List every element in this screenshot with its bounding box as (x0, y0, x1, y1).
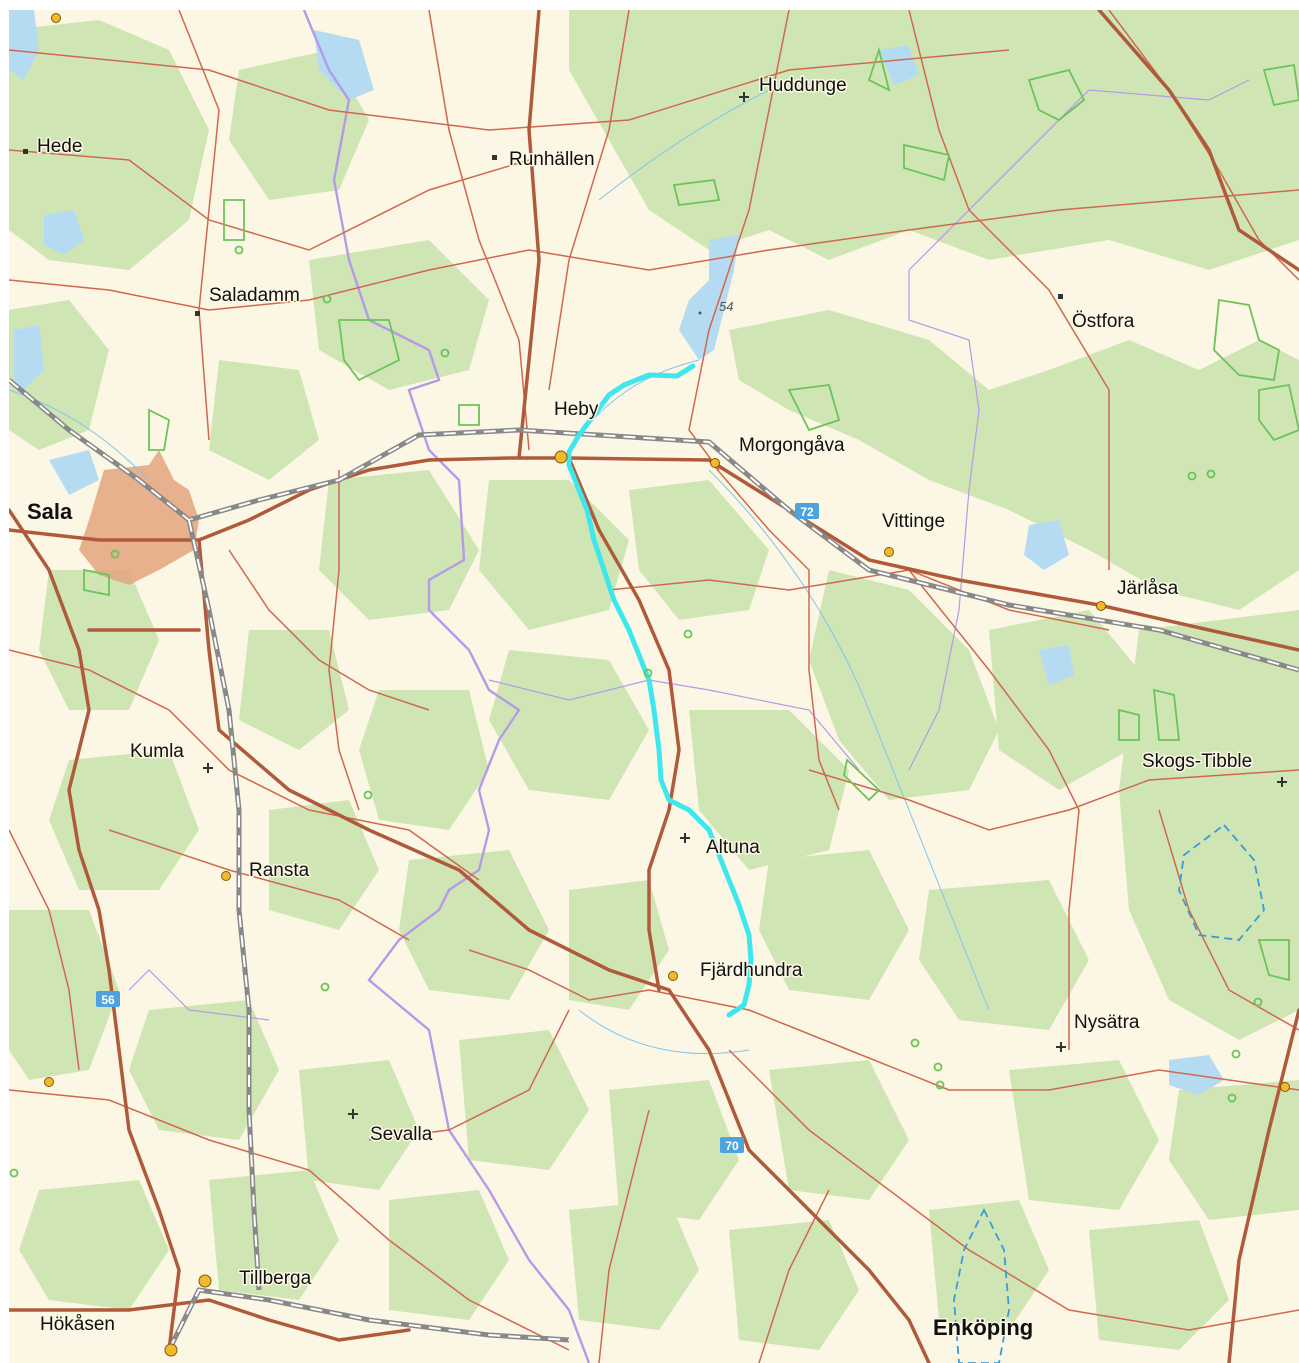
place-label-vittinge[interactable]: Vittinge (881, 510, 947, 534)
place-label-jarlasa[interactable]: Järlåsa (1116, 577, 1181, 601)
settlement-markers (23, 149, 1063, 316)
sala-urban-area (79, 450, 199, 585)
svg-text:56: 56 (101, 993, 115, 1007)
place-label-tillberga[interactable]: Tillberga (238, 1267, 314, 1291)
place-labels: Huddunge Hede Runhällen Saladamm Östfora… (26, 74, 1254, 1342)
road-shield-56: 56 (96, 991, 120, 1007)
place-label-kumla[interactable]: Kumla (129, 740, 186, 764)
map-canvas[interactable]: 72 56 70 54 (9, 10, 1299, 1363)
poi-dots (9, 245, 1263, 1178)
place-label-nysatra[interactable]: Nysätra (1073, 1011, 1142, 1035)
place-label-ransta[interactable]: Ransta (248, 859, 312, 883)
place-label-fjardhundra[interactable]: Fjärdhundra (699, 959, 805, 983)
water-protection-areas (953, 823, 1265, 1363)
place-label-ostfora[interactable]: Östfora (1071, 310, 1137, 334)
major-roads (9, 10, 1299, 1363)
place-label-hede[interactable]: Hede (36, 135, 84, 159)
thin-boundaries (128, 79, 1250, 1021)
road-shield-72: 72 (795, 503, 819, 519)
church-markers (203, 92, 1287, 1119)
place-label-huddunge[interactable]: Huddunge (758, 74, 849, 98)
place-label-enkoping[interactable]: Enköping (932, 1314, 1035, 1342)
map-view[interactable]: 72 56 70 54 (9, 10, 1299, 1363)
lakes (9, 10, 1224, 1095)
elevation-label: 54 (719, 299, 733, 314)
place-label-morgongava[interactable]: Morgongåva (738, 434, 847, 458)
place-label-hokasen[interactable]: Hökåsen (39, 1313, 117, 1337)
place-label-sevalla[interactable]: Sevalla (369, 1123, 435, 1147)
place-label-saladamm[interactable]: Saladamm (208, 284, 302, 308)
place-label-skogs-tibble[interactable]: Skogs-Tibble (1141, 750, 1254, 774)
place-label-runhallen[interactable]: Runhällen (508, 148, 597, 172)
place-label-heby[interactable]: Heby (553, 398, 601, 422)
minor-roads (9, 10, 1299, 1363)
place-label-sala[interactable]: Sala (26, 498, 75, 526)
station-markers (44, 13, 1290, 1357)
place-label-altuna[interactable]: Altuna (705, 836, 762, 860)
road-shield-70: 70 (720, 1137, 744, 1153)
svg-text:70: 70 (725, 1139, 739, 1153)
railways (9, 378, 1299, 1352)
protected-areas (83, 46, 1299, 982)
forest-areas (9, 10, 1299, 1350)
route-line (566, 363, 754, 1018)
elevation-point (698, 311, 702, 315)
svg-text:72: 72 (800, 505, 814, 519)
